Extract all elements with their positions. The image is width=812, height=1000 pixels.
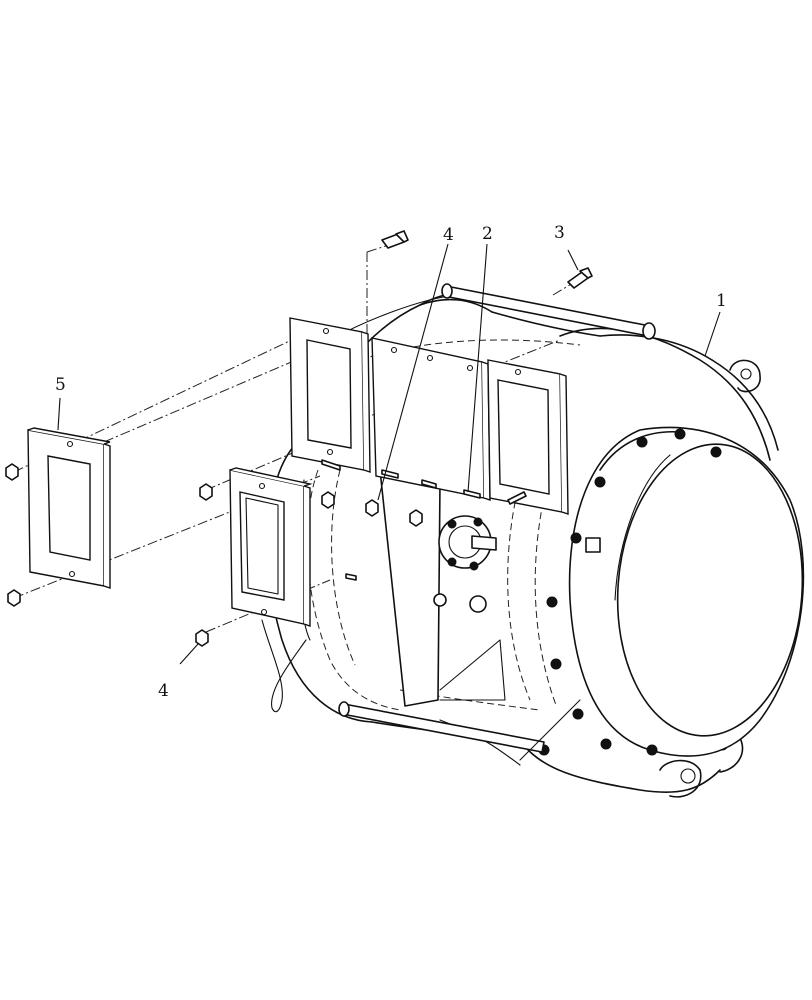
callout-1: 1 xyxy=(716,291,727,311)
callout-3: 3 xyxy=(554,223,565,243)
cover-bolts xyxy=(538,428,722,756)
hex-nuts xyxy=(5,463,423,647)
callout-4-bottom: 4 xyxy=(158,681,169,701)
callout-5: 5 xyxy=(55,375,66,395)
callout-2: 2 xyxy=(482,224,493,244)
shaft-hub xyxy=(433,515,497,613)
gasket-frame-lower xyxy=(229,467,313,627)
access-plates xyxy=(289,317,569,515)
leader-lines xyxy=(57,243,721,665)
end-cover xyxy=(538,426,805,757)
cap-screws xyxy=(381,230,593,289)
tie-rods xyxy=(338,283,656,753)
gasket-frame xyxy=(27,427,111,589)
blower-housing xyxy=(267,292,779,798)
callout-4-top: 4 xyxy=(443,225,454,245)
